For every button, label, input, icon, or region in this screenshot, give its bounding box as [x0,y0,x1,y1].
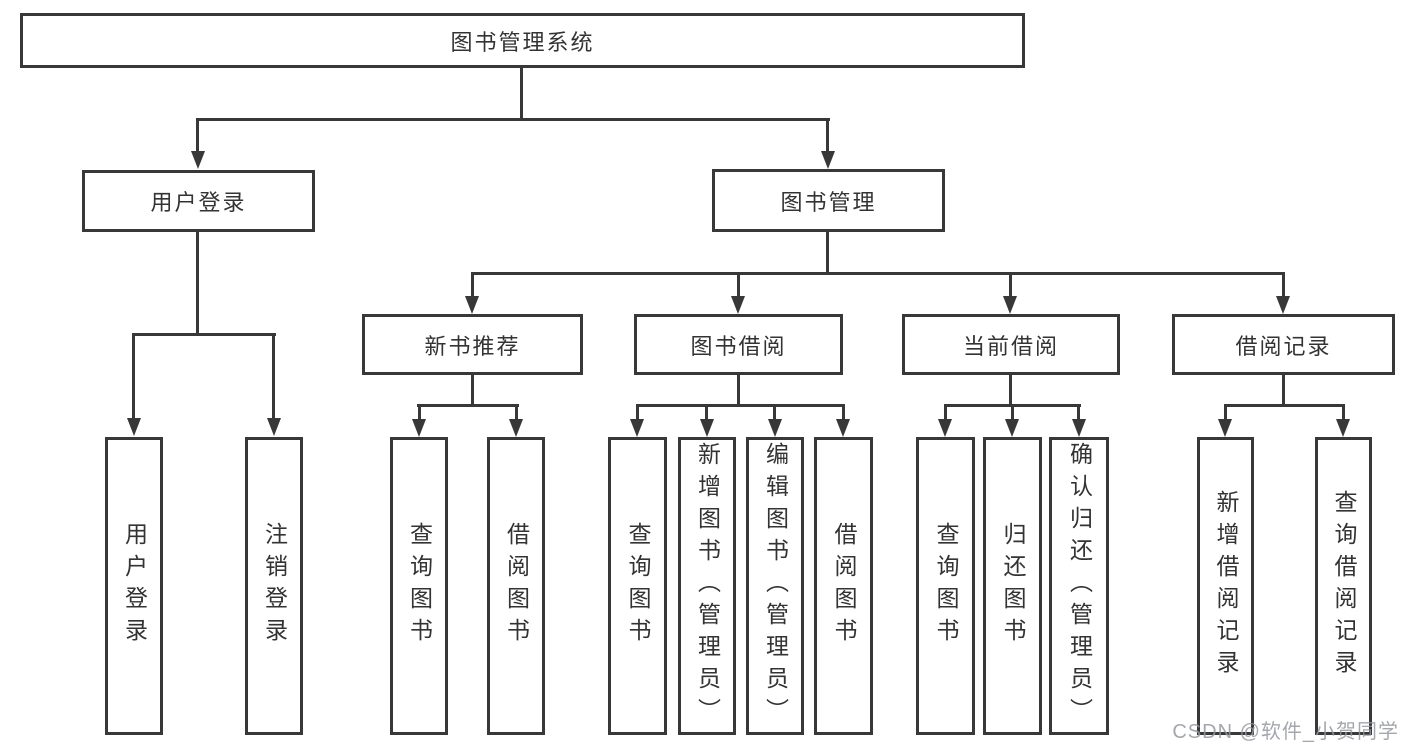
arrow-down-icon [700,419,714,437]
connector-line [132,333,135,419]
leaf-borrow-book-2: 借阅图书 [814,437,873,735]
node-current-borrow-label: 当前借阅 [962,333,1059,359]
leaf-logout: 注销登录 [245,437,303,735]
node-book-management: 图书管理 [712,169,945,232]
arrow-down-icon [191,151,205,169]
connector-line [196,118,199,154]
watermark: CSDN @软件_小贺同学 [1172,721,1399,743]
arrow-down-icon [1003,296,1017,314]
arrow-down-icon [938,419,952,437]
node-user-login-label: 用户登录 [150,190,247,215]
connector-line [737,375,740,406]
leaf-user-login: 用户登录 [105,437,163,735]
node-current-borrow: 当前借阅 [902,314,1120,375]
connector-line [773,404,776,421]
node-root: 图书管理系统 [20,13,1025,68]
connector-line [418,404,421,421]
node-borrow-record-label: 借阅记录 [1235,333,1332,359]
arrow-down-icon [509,419,523,437]
arrow-down-icon [1218,419,1232,437]
connector-line [737,272,740,298]
node-book-management-label: 图书管理 [780,189,877,215]
leaf-return-book: 归还图书 [983,437,1042,735]
connector-line [196,118,830,121]
connector-line [471,375,474,406]
leaf-logout-label: 注销登录 [261,522,288,650]
arrow-down-icon [821,151,835,169]
connector-line [1282,272,1285,298]
connector-line [471,272,474,298]
arrow-down-icon [267,418,281,436]
node-book-borrow-label: 图书借阅 [690,333,787,359]
leaf-user-login-label: 用户登录 [121,522,148,650]
connector-line [417,404,519,407]
leaf-query-book-2-label: 查询图书 [625,522,651,650]
leaf-confirm-return-admin: 确认归还（管理员） [1049,437,1109,735]
leaf-edit-book-admin: 编辑图书（管理员） [746,437,804,735]
connector-line [826,232,829,274]
connector-line [944,404,947,421]
leaf-query-borrow-record: 查询借阅记录 [1315,437,1372,735]
leaf-query-book-1: 查询图书 [390,437,448,735]
leaf-add-book-admin-label: 新增图书（管理员） [694,442,721,730]
node-root-label: 图书管理系统 [450,29,595,55]
connector-line [1342,404,1345,421]
arrow-down-icon [127,418,141,436]
leaf-query-borrow-record-label: 查询借阅记录 [1331,490,1357,682]
node-book-borrow: 图书借阅 [634,314,843,375]
connector-line [471,272,1285,275]
arrow-down-icon [1336,419,1350,437]
node-new-book-recommend: 新书推荐 [362,314,583,375]
connector-line [1011,404,1014,421]
connector-line [842,404,845,421]
connector-line [826,118,829,154]
connector-line [1009,375,1012,406]
arrow-down-icon [465,296,479,314]
connector-line [196,232,199,335]
arrow-down-icon [731,296,745,314]
leaf-borrow-book-1: 借阅图书 [487,437,545,735]
arrow-down-icon [1276,296,1290,314]
connector-line [636,404,844,407]
connector-line [1009,272,1012,298]
connector-line [272,333,275,419]
arrow-down-icon [836,419,850,437]
node-user-login: 用户登录 [82,170,315,232]
node-new-book-recommend-label: 新书推荐 [424,333,521,359]
leaf-add-borrow-record-label: 新增借阅记录 [1213,490,1239,682]
connector-line [636,404,639,421]
connector-line [705,404,708,421]
leaf-return-book-label: 归还图书 [1000,522,1026,650]
leaf-confirm-return-admin-label: 确认归还（管理员） [1066,442,1093,730]
node-borrow-record: 借阅记录 [1172,314,1395,375]
leaf-query-book-3: 查询图书 [916,437,975,735]
arrow-down-icon [630,419,644,437]
connector-line [1224,404,1227,421]
connector-line [1224,404,1344,407]
arrow-down-icon [1072,419,1086,437]
connector-line [520,68,523,120]
connector-line [1077,404,1080,421]
leaf-query-book-1-label: 查询图书 [406,522,433,650]
arrow-down-icon [1005,419,1019,437]
leaf-query-book-2: 查询图书 [608,437,667,735]
arrow-down-icon [412,419,426,437]
leaf-edit-book-admin-label: 编辑图书（管理员） [762,442,789,730]
leaf-query-book-3-label: 查询图书 [933,522,959,650]
leaf-borrow-book-2-label: 借阅图书 [831,522,857,650]
connector-line [1282,375,1285,406]
leaf-add-borrow-record: 新增借阅记录 [1197,437,1254,735]
leaf-add-book-admin: 新增图书（管理员） [678,437,736,735]
arrow-down-icon [768,419,782,437]
connector-line [132,333,276,336]
leaf-borrow-book-1-label: 借阅图书 [503,522,530,650]
connector-line [515,404,518,421]
